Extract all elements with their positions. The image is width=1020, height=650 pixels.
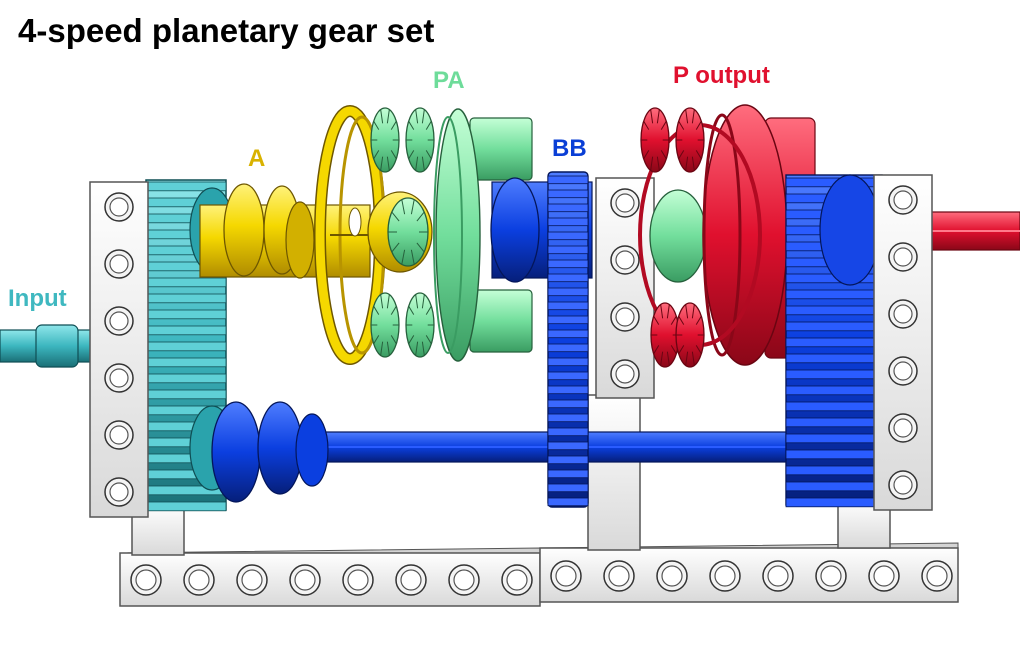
frame-beam-middle: [595, 177, 655, 399]
label-pa: PA: [433, 67, 465, 94]
support-post-middle: [587, 394, 641, 551]
label-bb: BB: [552, 135, 587, 162]
label-input: Input: [8, 285, 67, 312]
label-a: A: [248, 145, 266, 172]
frame-beam-right: [873, 174, 933, 511]
input-axle-teal: [0, 324, 101, 368]
bottom-beam-holes: [130, 560, 953, 596]
planet-carrier-pa-green: [370, 107, 533, 362]
output-gear-stack-blue: [785, 174, 883, 508]
sun-gear-a-yellow: [199, 105, 433, 365]
page-title: 4-speed planetary gear set: [18, 12, 435, 49]
sun-gear-bb-blue: [490, 171, 593, 508]
lower-axle-bushings: [211, 401, 329, 503]
planet-gear-center-green: [649, 189, 707, 283]
label-p-output: P output: [673, 62, 770, 89]
support-post-right: [837, 499, 891, 549]
frame-beam-left: [89, 181, 149, 518]
